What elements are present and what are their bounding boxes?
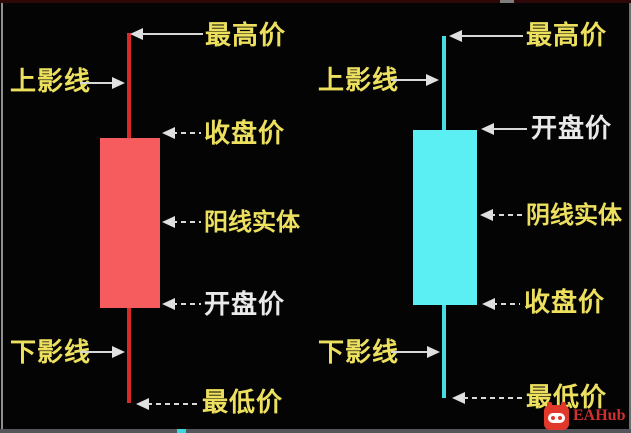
arrow-left-icon — [481, 123, 494, 135]
arrow-left-icon — [162, 127, 175, 139]
arrow-line — [147, 403, 200, 405]
frame-top-border — [0, 0, 631, 3]
arrow-left-icon — [449, 30, 462, 42]
arrow-line — [492, 303, 520, 305]
label-left-upper-shadow: 上影线 — [10, 67, 92, 97]
right-candle-upper-wick — [442, 36, 446, 130]
left-candle-lower-wick — [127, 308, 131, 403]
label-right-upper-shadow: 上影线 — [318, 66, 400, 96]
label-right-lower-shadow: 下影线 — [318, 338, 400, 368]
label-left-lower-shadow: 下影线 — [10, 338, 92, 368]
label-left-open-price: 开盘价 — [204, 290, 286, 320]
right-candle-body — [413, 130, 477, 305]
frame-bottom-notch — [177, 429, 186, 433]
robot-icon — [544, 402, 569, 430]
arrow-line — [463, 397, 522, 399]
arrow-line — [80, 351, 112, 353]
arrow-line — [141, 33, 203, 35]
arrow-left-icon — [482, 298, 495, 310]
arrow-line — [172, 303, 201, 305]
robot-face — [548, 413, 565, 423]
left-candle-upper-wick — [127, 33, 131, 138]
arrow-left-icon — [452, 392, 465, 404]
arrow-line — [460, 35, 523, 37]
label-left-highest-price: 最高价 — [205, 21, 287, 51]
arrow-right-icon — [112, 346, 125, 358]
label-left-lowest-price: 最低价 — [202, 388, 284, 418]
watermark-text: EAHub — [573, 407, 626, 424]
arrow-line — [491, 128, 527, 130]
left-candle-body — [100, 138, 160, 308]
arrow-line — [391, 351, 427, 353]
arrow-line — [80, 82, 112, 84]
frame-bottom-border — [0, 429, 631, 433]
arrow-line — [172, 221, 201, 223]
label-left-body: 阳线实体 — [204, 208, 300, 236]
label-left-close-price: 收盘价 — [204, 119, 286, 149]
arrow-right-icon — [427, 346, 440, 358]
arrow-right-icon — [112, 77, 125, 89]
label-right-open-price: 开盘价 — [531, 114, 613, 144]
arrow-left-icon — [162, 298, 175, 310]
frame-right-border — [629, 3, 631, 429]
right-candle-lower-wick — [442, 305, 446, 398]
arrow-left-icon — [136, 398, 149, 410]
frame-top-notch — [500, 0, 514, 3]
arrow-left-icon — [130, 28, 143, 40]
robot-eye-left — [551, 416, 555, 420]
robot-eye-right — [558, 416, 562, 420]
arrow-line — [490, 214, 522, 216]
arrow-left-icon — [480, 209, 493, 221]
label-right-body: 阴线实体 — [526, 201, 622, 229]
label-right-close-price: 收盘价 — [524, 288, 606, 318]
arrow-line — [172, 132, 201, 134]
arrow-left-icon — [162, 216, 175, 228]
label-right-highest-price: 最高价 — [526, 21, 608, 51]
arrow-right-icon — [426, 74, 439, 86]
frame-left-border — [1, 3, 3, 429]
arrow-line — [391, 79, 426, 81]
